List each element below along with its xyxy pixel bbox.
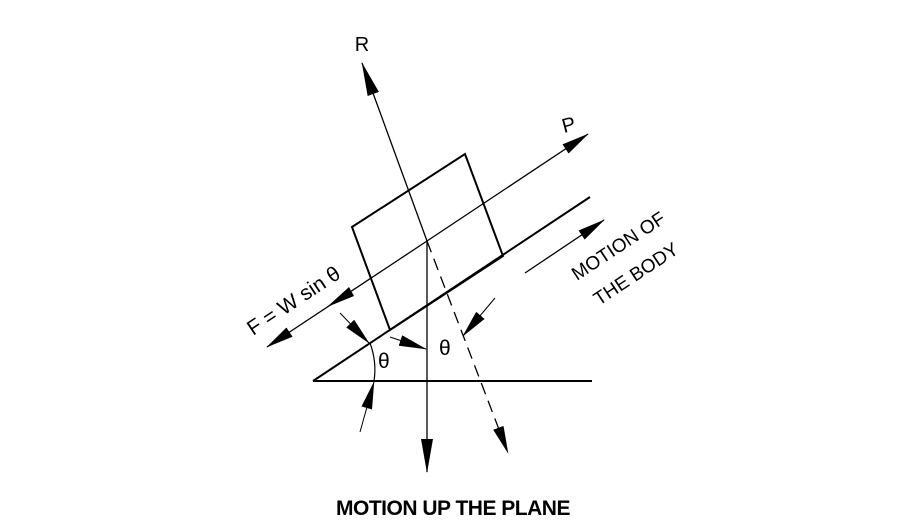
label-angle-weight: θ [439, 337, 451, 360]
label-reaction: R [355, 34, 369, 56]
friction-arrowhead-secondary [327, 287, 354, 307]
incline-angle-arc [369, 342, 376, 382]
incline-angle-arrow-lower [359, 381, 375, 433]
motion-arrow [524, 219, 605, 274]
pull-arrow [426, 133, 589, 242]
weight-angle-arrow-left [389, 335, 427, 350]
reaction-arrow [361, 62, 428, 242]
diagram-caption: MOTION UP THE PLANE [336, 497, 570, 520]
incline-angle-arrow-upper [339, 312, 370, 344]
label-pull: P [560, 113, 579, 138]
weight-angle-arrow-right [462, 297, 496, 337]
block [350, 152, 505, 332]
label-angle-incline: θ [378, 350, 390, 373]
